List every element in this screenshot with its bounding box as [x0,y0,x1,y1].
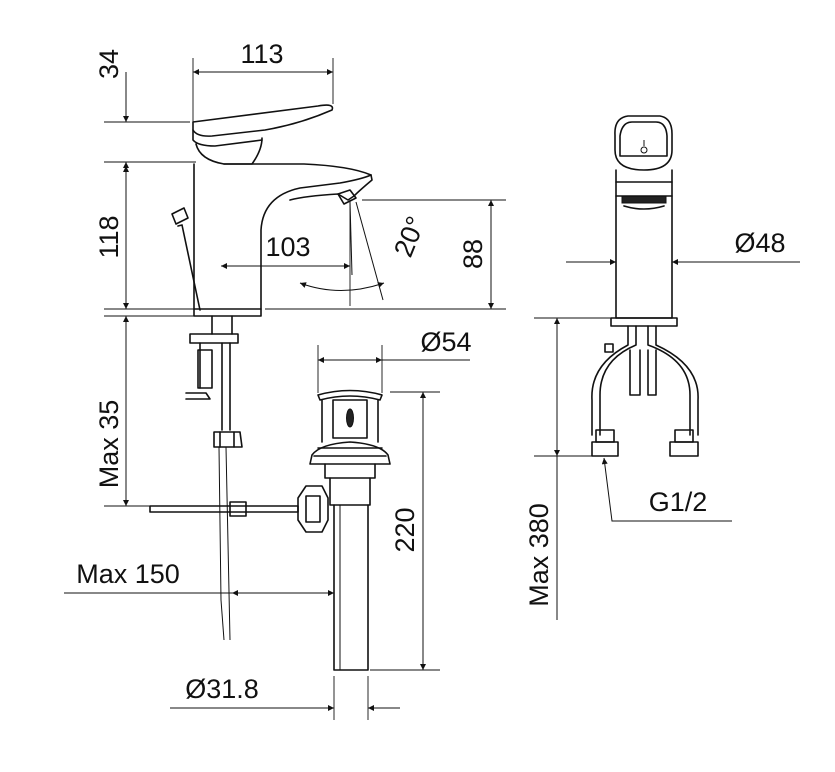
label-103: 103 [265,232,310,262]
label-220: 220 [390,507,420,552]
waste-drain [309,389,391,671]
faucet-side-view [149,104,373,641]
label-diameter-48: Ø48 [734,228,785,258]
dimension-labels: 34 113 118 103 20° 88 Ø48 Ø54 Max 35 220… [76,39,785,704]
faucet-front-view [591,115,699,457]
label-34: 34 [94,49,124,79]
label-g1-2: G1/2 [649,487,708,517]
dimension-lines [64,58,800,720]
label-max-150: Max 150 [76,559,180,589]
label-88: 88 [458,239,488,269]
label-118: 118 [94,215,124,258]
label-max-380: Max 380 [524,503,554,607]
label-diameter-31-8: Ø31.8 [185,674,259,704]
label-diameter-54: Ø54 [420,327,471,357]
label-20-degrees: 20° [388,212,431,261]
label-113: 113 [240,39,283,69]
label-max-35: Max 35 [94,400,124,489]
